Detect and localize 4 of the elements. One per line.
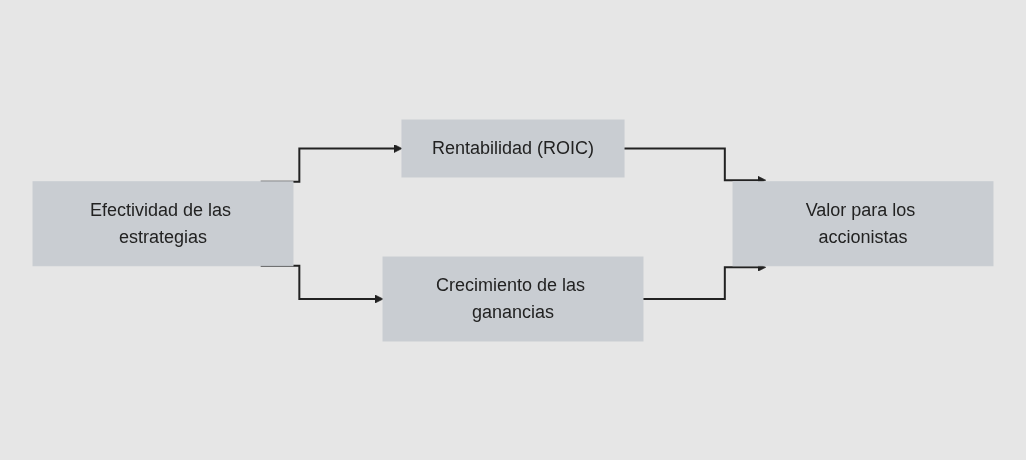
node-box: Valor para los accionistas (732, 180, 994, 266)
node-box: Crecimiento de las ganancias (382, 256, 644, 341)
node-box: Efectividad de las estrategias (32, 180, 294, 266)
node-box: Rentabilidad (ROIC) (401, 119, 625, 177)
